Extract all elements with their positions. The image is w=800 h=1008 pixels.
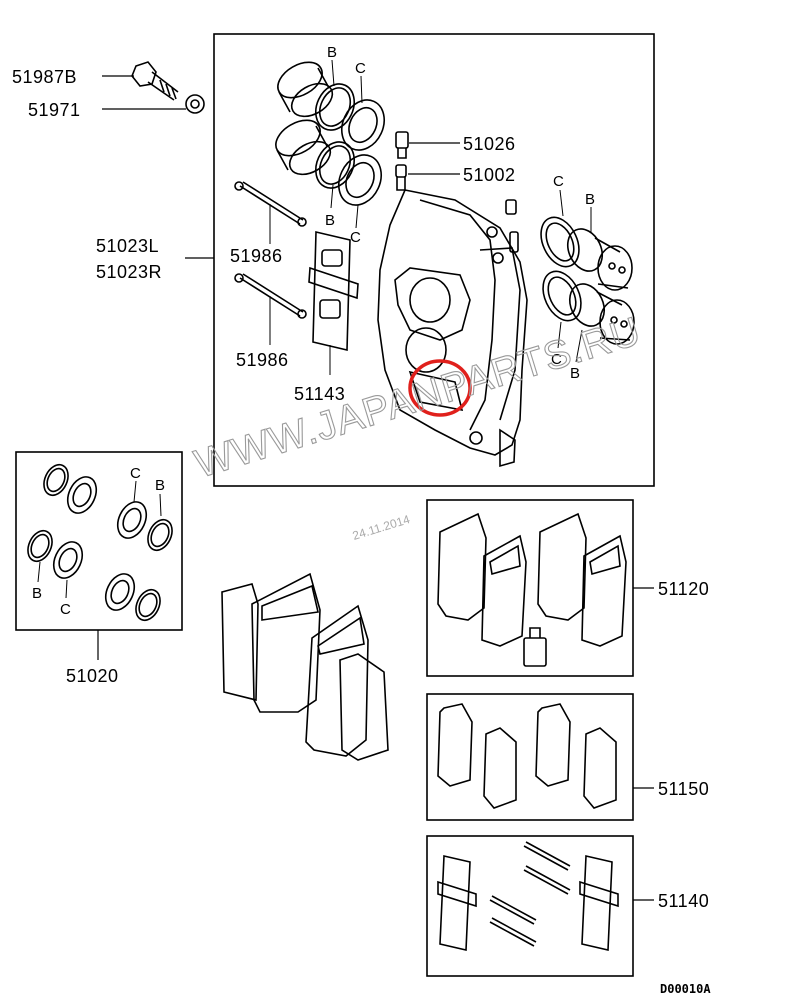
label-51020: 51020 — [66, 666, 119, 686]
pad-set-51120-box — [426, 499, 634, 677]
piston-group-upper: B C B C — [275, 44, 385, 246]
label-51026: 51026 — [463, 134, 516, 154]
callout-b-kit-b: B — [32, 585, 42, 602]
callout-c-kit-a: C — [130, 465, 141, 482]
label-51120: 51120 — [658, 579, 709, 599]
label-51987b: 51987B — [12, 67, 77, 87]
washer-51971 — [185, 94, 205, 114]
bleeder-screw-51026 — [395, 131, 409, 159]
label-51002: 51002 — [463, 165, 516, 185]
label-51023r: 51023R — [96, 262, 162, 282]
caliper-assembly-box — [213, 33, 655, 487]
label-51150: 51150 — [658, 779, 709, 799]
piston-group-right — [540, 216, 635, 345]
bolt-51987b — [131, 61, 179, 101]
callout-c-right-top: C — [553, 173, 564, 190]
callout-b-mid: B — [325, 212, 335, 229]
callout-b-right-top: B — [585, 191, 595, 208]
callout-b-kit-a: B — [155, 477, 165, 494]
watermark-date: 24.11.2014 — [351, 512, 412, 543]
highlight-circle — [408, 359, 472, 417]
shim-set-51150 — [437, 703, 617, 809]
pad-set-51120 — [437, 512, 627, 667]
callout-c-right-bottom: C — [551, 351, 562, 368]
label-51971: 51971 — [28, 100, 81, 120]
callout-c-mid: C — [350, 229, 361, 246]
seal-kit-rings — [27, 463, 173, 622]
diagram-code: D00010A — [660, 982, 711, 996]
callout-c-top: C — [355, 60, 366, 77]
callout-b-top: B — [327, 44, 337, 61]
bleeder-cap-51002 — [395, 164, 407, 191]
seal-kit-box — [15, 451, 183, 631]
brake-pads-loose — [221, 572, 389, 761]
label-51986-lower: 51986 — [236, 350, 289, 370]
watermark-site: WWW.JAPANPARTS.RU — [190, 309, 646, 487]
hardware-set-51140 — [437, 841, 619, 951]
label-51986-upper: 51986 — [230, 246, 283, 266]
hardware-set-51140-box — [426, 835, 634, 977]
callout-b-right-bottom: B — [570, 365, 580, 382]
caliper-body — [377, 189, 528, 468]
label-51143: 51143 — [294, 384, 345, 404]
spring-plate-51143 — [308, 230, 359, 352]
callout-c-kit-b: C — [60, 601, 71, 618]
shim-set-51150-box — [426, 693, 634, 821]
label-51140: 51140 — [658, 891, 709, 911]
label-51023l: 51023L — [96, 236, 159, 256]
